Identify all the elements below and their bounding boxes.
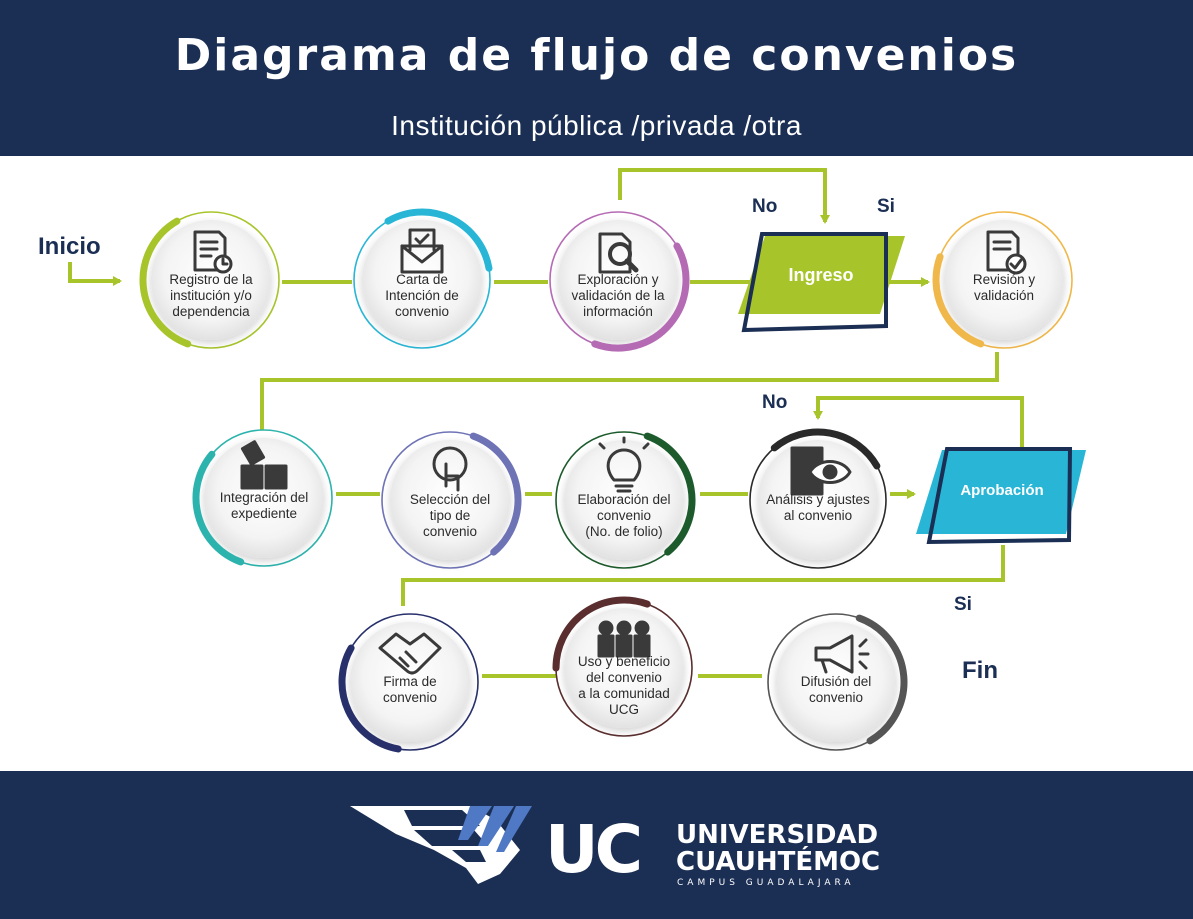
no-label-1: No — [752, 196, 777, 217]
step-label-line: convenio — [423, 524, 477, 539]
footer-banner — [0, 771, 1193, 919]
progress-arc — [469, 432, 522, 556]
eagle-wing-logo — [350, 806, 532, 884]
search-document-icon — [598, 232, 639, 274]
touch-icon — [432, 446, 468, 492]
community-icon — [597, 620, 651, 658]
document-check-icon — [986, 230, 1027, 275]
step-label-line: Difusión del — [801, 674, 872, 689]
step-label-line: Carta de — [396, 272, 448, 287]
step-label-line: información — [583, 304, 653, 319]
step-label-line: UCG — [609, 702, 639, 717]
brand-campus: CAMPUS GUADALAJARA — [677, 878, 855, 888]
lightbulb-icon — [598, 436, 650, 493]
decision-aprobacion-label: Aprobación — [960, 482, 1043, 499]
eye-document-icon — [790, 446, 852, 496]
step-label-line: convenio — [395, 304, 449, 319]
step-label-line: institución y/o — [170, 288, 252, 303]
step-label-line: Uso y beneficio — [578, 654, 670, 669]
brand-acronym: UC — [545, 811, 640, 888]
step-label-line: validación de la — [571, 288, 665, 303]
si-label-1: Si — [877, 196, 895, 217]
progress-arc — [192, 450, 245, 566]
connectors — [68, 168, 1024, 678]
megaphone-icon — [814, 634, 870, 674]
decision-aprobacion: Aprobación — [916, 447, 1086, 545]
brand-logo: UC UNIVERSIDAD CUAUHTÉMOC CAMPUS GUADALA… — [350, 806, 880, 888]
start-label: Inicio — [38, 233, 101, 260]
step-label-line: del convenio — [586, 670, 662, 685]
step-label-line: al convenio — [784, 508, 852, 523]
page-title: Diagrama de flujo de convenios — [174, 30, 1019, 81]
step-label-line: validación — [974, 288, 1034, 303]
end-label: Fin — [962, 657, 998, 684]
step-label-line: tipo de — [430, 508, 471, 523]
progress-arc — [855, 614, 908, 745]
step-label-line: Revisión y — [973, 272, 1036, 287]
connector-row1-row2 — [260, 352, 999, 430]
step-label-line: Registro de la — [169, 272, 253, 287]
step-label-line: Análisis y ajustes — [766, 492, 870, 507]
envelope-letter-icon — [400, 228, 444, 274]
page-subtitle: Institución pública /privada /otra — [391, 110, 802, 141]
step-label-line: Intención de — [385, 288, 459, 303]
progress-arc — [643, 432, 696, 556]
step-label-line: (No. de folio) — [585, 524, 662, 539]
step-label-line: dependencia — [172, 304, 250, 319]
brand-name-line2: CUAUHTÉMOC — [676, 845, 880, 877]
decision-ingreso-label: Ingreso — [788, 265, 853, 285]
step-label-line: Elaboración del — [577, 492, 670, 507]
step-label-line: Exploración y — [577, 272, 658, 287]
step-label-line: a la comunidad — [578, 686, 670, 701]
no-label-2: No — [762, 392, 787, 413]
step-label-line: convenio — [597, 508, 651, 523]
connector-row2-row3 — [401, 545, 1005, 606]
connector-no-loop-2 — [813, 396, 1024, 448]
step-label-line: expediente — [231, 506, 297, 521]
progress-arc — [591, 242, 690, 352]
si-label-2: Si — [954, 594, 972, 615]
progress-arc — [770, 428, 881, 470]
step-label-line: convenio — [809, 690, 863, 705]
puzzle-icon — [240, 440, 288, 490]
progress-arc — [139, 217, 192, 348]
decision-ingreso: Ingreso — [738, 232, 905, 333]
progress-arc — [338, 644, 402, 753]
step-label-line: Integración del — [220, 490, 309, 505]
step-label-line: Firma de — [383, 674, 436, 689]
document-clock-icon — [193, 230, 233, 274]
brand-name-line1: UNIVERSIDAD — [676, 820, 878, 850]
handshake-icon — [378, 632, 442, 675]
header-banner: Diagrama de flujo de convenios Instituci… — [0, 0, 1193, 156]
connector-start — [68, 262, 122, 286]
progress-arc — [384, 208, 493, 272]
progress-arc — [552, 596, 651, 672]
progress-arc — [932, 253, 985, 348]
step-label-line: Selección del — [410, 492, 490, 507]
step-label-line: convenio — [383, 690, 437, 705]
connector-no-loop-1 — [618, 168, 830, 224]
